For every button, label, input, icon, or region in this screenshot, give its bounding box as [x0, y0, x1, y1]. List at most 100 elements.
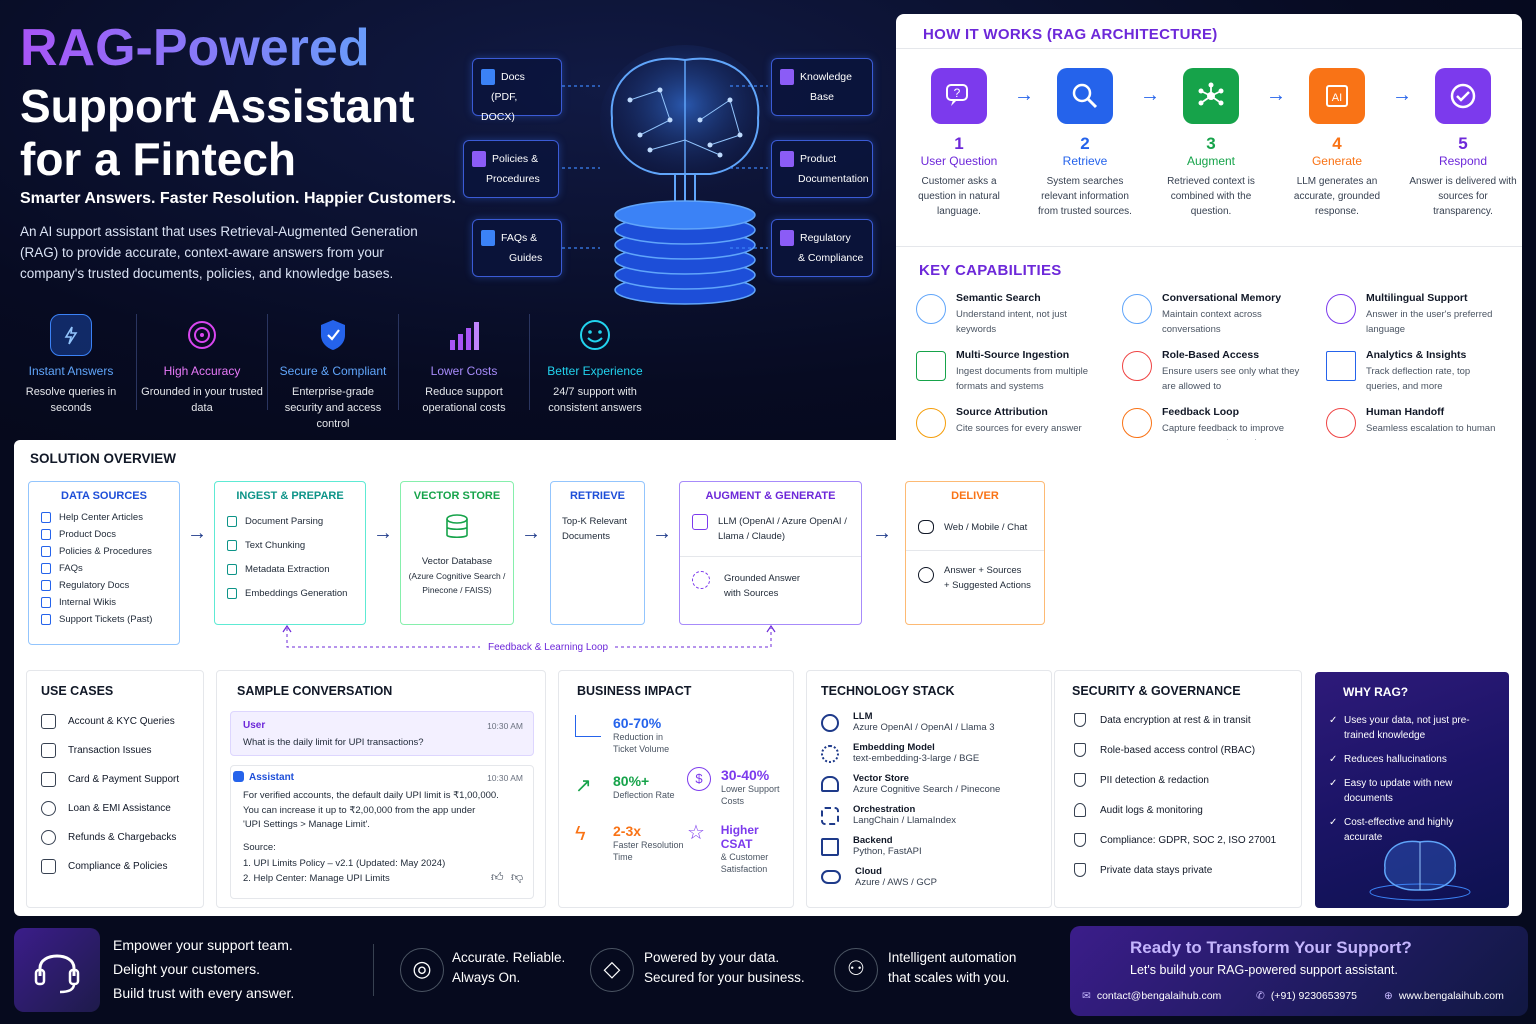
llm-line1: LLM (OpenAI / Azure OpenAI / — [718, 516, 847, 527]
capability-desc: Maintain context across conversations — [1162, 309, 1262, 335]
source-sublabel: Guides — [509, 252, 543, 264]
cta-title: Ready to Transform Your Support? — [1130, 938, 1412, 957]
security-item: Compliance: GDPR, SOC 2, ISO 27001 — [1074, 833, 1276, 847]
tech-key: Vector Store — [853, 773, 909, 784]
hero-title-line3: for a Fintech — [20, 132, 297, 185]
list-item: Support Tickets (Past) — [41, 614, 179, 625]
source-card-policies: Policies &Procedures — [463, 140, 559, 198]
step-respond: 5 Respond Answer is delivered with sourc… — [1408, 68, 1518, 219]
tech-key: Cloud — [855, 866, 882, 877]
arrow-right-icon: → — [652, 522, 672, 544]
why-rag-card: WHY RAG? Uses your data, not just pre-tr… — [1315, 672, 1509, 908]
user-lock-icon — [1122, 351, 1152, 381]
search-icon — [916, 294, 946, 324]
how-heading: HOW IT WORKS (RAG ARCHITECTURE) — [923, 26, 1218, 43]
vector-line1: Vector Database — [421, 556, 493, 567]
feature-row: Instant Answers Resolve queries in secon… — [10, 314, 656, 432]
document-icon — [472, 151, 486, 168]
security-item: Audit logs & monitoring — [1074, 803, 1276, 817]
feature-desc: 24/7 support with consistent answers — [548, 386, 642, 414]
glowing-brain-icon — [1369, 840, 1471, 901]
parse-icon — [227, 516, 237, 527]
contact-website[interactable]: ⊕www.bengalaihub.com — [1384, 990, 1504, 1002]
ingest-box: INGEST & PREPARE Document Parsing Text C… — [214, 481, 366, 625]
assistant-message: Assistant 10:30 AM For verified accounts… — [230, 765, 534, 899]
user-label: User — [243, 720, 266, 731]
feedback-loop-icon — [1122, 408, 1152, 438]
divider — [896, 246, 1522, 247]
list-item: Regulatory Docs — [41, 580, 179, 591]
credit-card-icon — [41, 772, 56, 787]
slogan-line: Build trust with every answer. — [113, 985, 295, 1001]
document-icon — [780, 230, 794, 247]
contact-email[interactable]: ✉contact@bengalaihub.com — [1082, 990, 1222, 1002]
wiki-icon — [41, 597, 51, 608]
retrieve-line2: Documents — [562, 531, 611, 542]
headset-icon — [34, 954, 80, 994]
shield-check-icon — [1074, 863, 1086, 877]
footer-slogan: Empower your support team. Delight your … — [113, 933, 294, 1005]
list-item: FAQs — [41, 563, 179, 574]
use-case-item: Transaction Issues — [41, 743, 203, 758]
document-icon — [481, 230, 495, 247]
document-icon — [916, 351, 946, 381]
dollar-icon: $ — [687, 767, 711, 791]
chat-icon — [918, 520, 934, 534]
source-sublabel: Documentation — [798, 173, 869, 185]
step-title: Respond — [1438, 154, 1488, 168]
contact-phone[interactable]: ✆(+91) 9230653975 — [1256, 990, 1357, 1002]
source-label: Knowledge — [800, 71, 852, 83]
step-desc: System searches relevant information fro… — [1038, 176, 1132, 217]
database-icon — [401, 514, 513, 545]
assistant-icon — [233, 771, 244, 782]
impact-heading: BUSINESS IMPACT — [577, 684, 692, 698]
search-icon — [1057, 68, 1113, 124]
cta-panel: Ready to Transform Your Support? Let's b… — [1070, 926, 1528, 1016]
lightning-chat-icon — [50, 314, 92, 356]
tech-key: LLM — [853, 711, 873, 722]
user-message: User 10:30 AM What is the daily limit fo… — [230, 711, 534, 756]
data-sources-box: DATA SOURCES Help Center Articles Produc… — [28, 481, 180, 645]
step-generate: AI 4 Generate LLM generates an accurate,… — [1282, 68, 1392, 219]
deliver-row: Web / Mobile / Chat — [906, 502, 1044, 534]
feature-desc: Reduce support operational costs — [422, 386, 506, 414]
footer-feature: that scales with you. — [888, 970, 1010, 985]
feedback-loop-label: Feedback & Learning Loop — [488, 642, 609, 653]
how-steps: ? 1 User Question Customer asks a questi… — [904, 68, 1518, 219]
phone-icon: ✆ — [1256, 990, 1265, 1002]
orchestration-icon — [821, 807, 839, 825]
panel-merge — [896, 440, 1522, 474]
step-number: 3 — [1206, 134, 1216, 153]
grounded-line2: with Sources — [724, 588, 779, 599]
capability-title: Human Handoff — [1366, 406, 1445, 418]
hero-title-line2: Support Assistant — [20, 80, 415, 132]
capability-title: Source Attribution — [956, 406, 1048, 418]
thumbs-up-icon[interactable]: 👍︎ — [491, 870, 504, 884]
embedding-icon — [227, 588, 237, 599]
ticket-icon — [41, 614, 51, 625]
box-title: RETRIEVE — [569, 490, 625, 502]
why-item: Easy to update with new documents — [1329, 776, 1491, 806]
feature-title: Secure & Compliant — [279, 364, 387, 378]
feature-title: Lower Costs — [430, 364, 498, 378]
arrow-right-icon: → — [1014, 84, 1034, 106]
divider — [680, 556, 861, 557]
assistant-label: Assistant — [249, 772, 295, 783]
footer-feature: Accurate. Reliable. — [452, 950, 566, 965]
id-card-icon — [41, 714, 56, 729]
source-label: Product — [800, 153, 837, 165]
llm-row: LLM (OpenAI / Azure OpenAI / Llama / Clau… — [680, 502, 861, 544]
source-card-docs: Docs(PDF, DOCX) — [472, 58, 562, 123]
metadata-icon — [227, 564, 237, 575]
divider — [136, 314, 137, 410]
impact-value: 60-70% — [613, 715, 662, 731]
source-sublabel: & Compliance — [798, 252, 864, 264]
lightning-icon: ϟ — [575, 823, 586, 845]
thumbs-down-icon[interactable]: 👎︎ — [511, 870, 524, 884]
svg-text:AI: AI — [1332, 92, 1342, 104]
hero-description: An AI support assistant that uses Retrie… — [20, 224, 418, 281]
llm-line2: Llama / Claude) — [718, 531, 786, 542]
tech-key: Orchestration — [853, 804, 916, 815]
step-desc: Retrieved context is combined with the q… — [1167, 176, 1255, 217]
